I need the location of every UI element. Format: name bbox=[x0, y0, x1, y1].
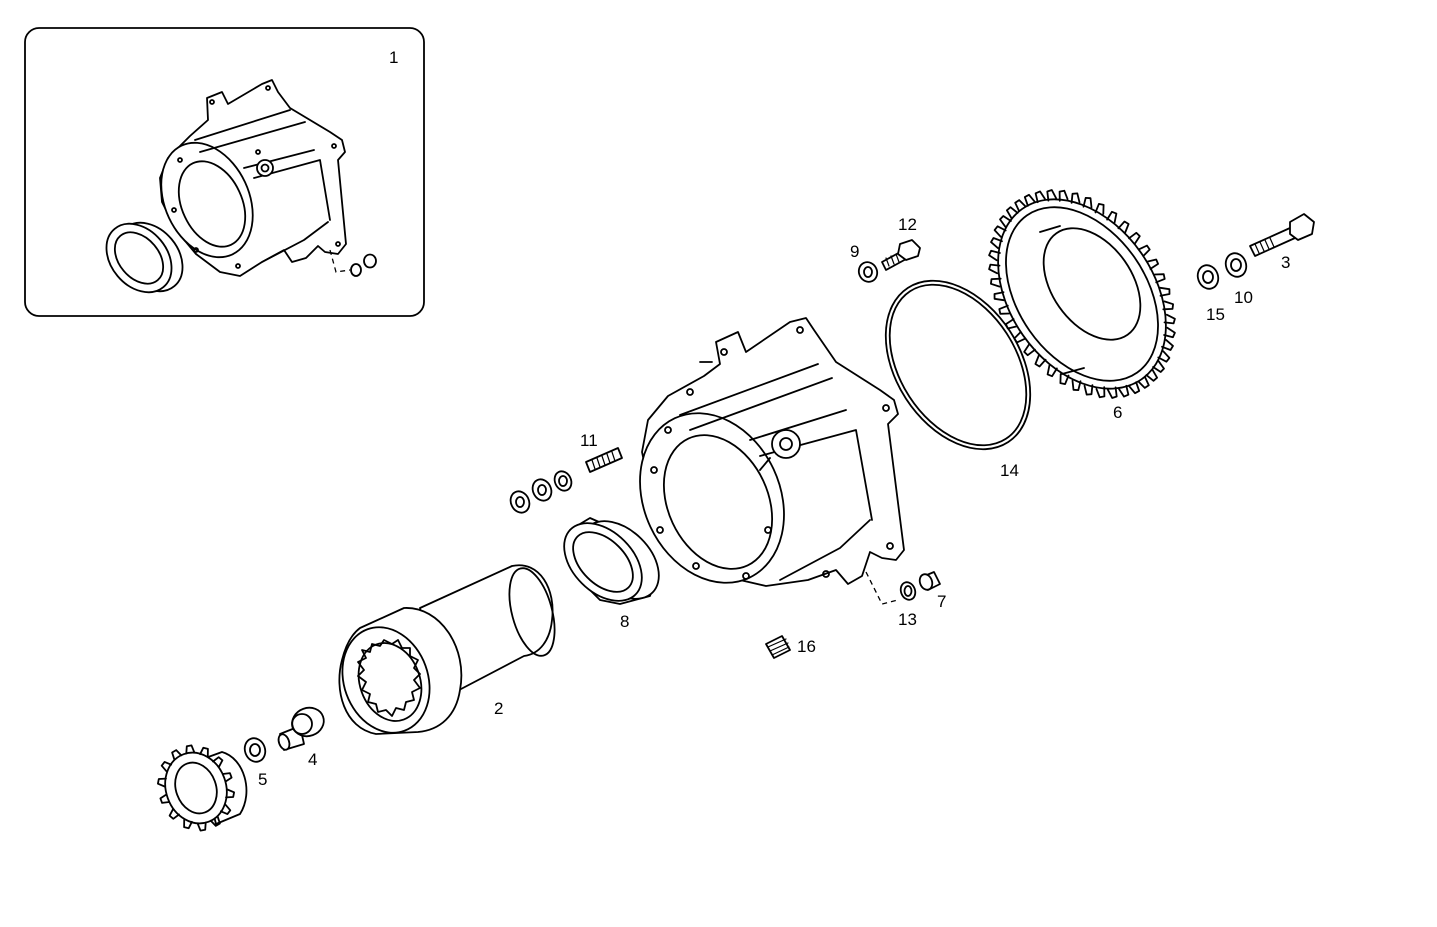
label-7: 7 bbox=[937, 592, 946, 611]
part-2-hub bbox=[338, 564, 556, 735]
ring-gear-tooth bbox=[1006, 206, 1019, 220]
ring-gear-tooth bbox=[990, 277, 1002, 288]
sun-gear-tooth bbox=[185, 744, 196, 755]
ring-gear-tooth bbox=[1046, 189, 1057, 202]
label-14: 14 bbox=[1000, 461, 1019, 480]
ring-gear-tooth bbox=[1058, 189, 1069, 202]
sun-gear-tooth bbox=[171, 749, 183, 761]
ring-gear-tooth bbox=[1146, 258, 1159, 270]
ring-gear-tooth bbox=[988, 249, 1001, 262]
ring-gear-tooth bbox=[1137, 376, 1150, 389]
ring-gear-tooth bbox=[1128, 381, 1141, 395]
inset-frame bbox=[24, 27, 425, 317]
part-6-ring-gear bbox=[988, 189, 1176, 399]
label-3: 3 bbox=[1281, 253, 1290, 272]
ring-gear-tooth bbox=[990, 237, 1003, 249]
part-9-washer bbox=[857, 261, 879, 283]
ring-gear-tooth bbox=[1118, 384, 1130, 398]
ring-gear-tooth bbox=[1163, 313, 1176, 325]
sun-gear-tooth bbox=[160, 761, 173, 773]
ring-gear-tooth bbox=[1153, 273, 1166, 284]
inset-assembly-view: 1 bbox=[24, 27, 425, 317]
ring-gear-tooth bbox=[1013, 331, 1027, 344]
ring-gear-tooth bbox=[1106, 210, 1118, 224]
ring-gear-tooth bbox=[1145, 368, 1158, 382]
sun-gear-tooth bbox=[219, 803, 232, 815]
ring-gear-tooth bbox=[1023, 193, 1036, 207]
inset-washer bbox=[350, 263, 362, 277]
ring-gear-tooth bbox=[988, 263, 1001, 275]
label-5: 5 bbox=[258, 770, 267, 789]
ring-gear-tooth bbox=[1095, 386, 1106, 399]
ring-gear-tooth bbox=[1163, 326, 1176, 339]
ring-gear-tooth bbox=[1107, 386, 1118, 399]
inset-bearing-ring bbox=[105, 221, 184, 294]
ring-gear-tooth bbox=[1034, 354, 1047, 368]
part-3-bolt bbox=[1249, 213, 1315, 257]
sun-gear-tooth bbox=[212, 756, 224, 768]
label-15: 15 bbox=[1206, 305, 1225, 324]
sun-gear-tooth bbox=[225, 788, 235, 799]
ring-gear-tooth bbox=[1083, 384, 1094, 396]
part-16-plug bbox=[765, 635, 791, 659]
ring-gear-tooth bbox=[1070, 192, 1081, 204]
inset-housing bbox=[159, 79, 347, 277]
part-7-bushing bbox=[918, 571, 941, 591]
part-12-bolt bbox=[881, 239, 921, 271]
part-4-pin bbox=[277, 706, 325, 751]
label-12: 12 bbox=[898, 215, 917, 234]
label-9: 9 bbox=[850, 242, 859, 261]
ring-gear-tooth bbox=[1014, 199, 1027, 212]
sun-gear-tooth bbox=[221, 772, 233, 783]
part-5-washer bbox=[243, 737, 267, 763]
label-6: 6 bbox=[1113, 403, 1122, 422]
ring-gear-tooth bbox=[1159, 286, 1171, 297]
ring-gear-tooth bbox=[1117, 220, 1130, 234]
sun-gear-tooth bbox=[157, 777, 167, 788]
inset-bushing bbox=[363, 253, 377, 269]
part-8-bearing-ring bbox=[563, 517, 660, 605]
label-2: 2 bbox=[494, 699, 503, 718]
ring-gear-tooth bbox=[1059, 373, 1070, 385]
part-13-washer bbox=[899, 581, 917, 601]
sun-gear bbox=[157, 744, 248, 832]
part-14-o-ring bbox=[884, 279, 1032, 451]
ring-gear-tooth bbox=[1152, 360, 1165, 373]
label-13: 13 bbox=[898, 610, 917, 629]
ring-gear-tooth bbox=[1005, 318, 1018, 330]
label-16: 16 bbox=[797, 637, 816, 656]
ring-gear-tooth bbox=[1034, 190, 1046, 204]
sun-gear-tooth bbox=[183, 819, 193, 830]
ring-gear-tooth bbox=[1162, 300, 1174, 311]
label-8: 8 bbox=[620, 612, 629, 631]
ring-gear-tooth bbox=[1137, 244, 1151, 257]
ring-gear-tooth bbox=[1046, 364, 1058, 378]
sun-gear-tooth bbox=[199, 746, 209, 757]
sun-gear-tooth bbox=[196, 821, 207, 832]
label-4: 4 bbox=[308, 750, 317, 769]
ring-gear-tooth bbox=[1023, 343, 1036, 357]
label-11: 11 bbox=[580, 431, 598, 450]
ring-gear-tooth bbox=[1128, 231, 1141, 245]
sun-gear-tooth bbox=[168, 808, 180, 820]
label-10: 10 bbox=[1234, 288, 1253, 307]
label-1: 1 bbox=[389, 48, 398, 67]
part-11-stud-nuts bbox=[509, 447, 623, 514]
ring-gear-tooth bbox=[1071, 379, 1082, 391]
part-10-washer bbox=[1224, 252, 1248, 278]
housing bbox=[639, 317, 905, 587]
sun-gear-tooth bbox=[209, 815, 221, 827]
ring-gear-tooth bbox=[1157, 350, 1171, 363]
sun-gear-tooth bbox=[159, 793, 171, 804]
ring-gear-tooth bbox=[998, 304, 1011, 315]
ring-gear-tooth bbox=[1082, 197, 1093, 209]
part-15-washer bbox=[1196, 264, 1220, 290]
ring-gear-tooth bbox=[993, 291, 1005, 302]
ring-gear-tooth bbox=[1094, 203, 1105, 215]
ring-gear-tooth bbox=[999, 215, 1012, 228]
ring-gear-tooth bbox=[1161, 339, 1174, 351]
ring-gear-tooth bbox=[993, 225, 1007, 238]
